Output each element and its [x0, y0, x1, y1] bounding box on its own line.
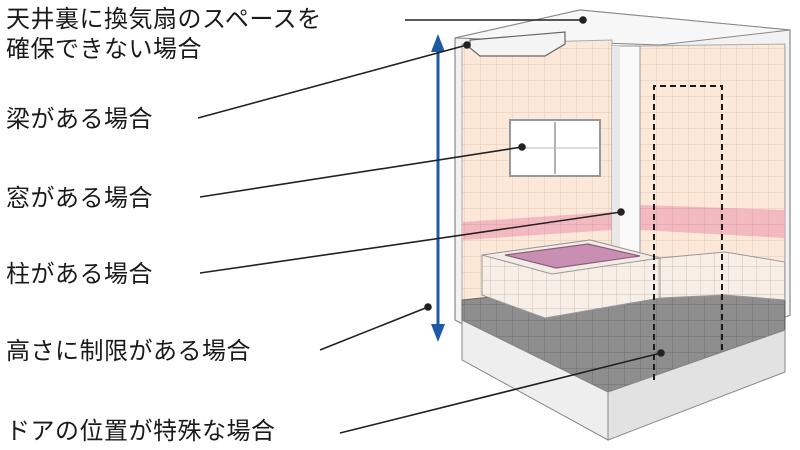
leader-height-dot	[424, 303, 432, 311]
leader-height	[319, 306, 429, 351]
right-wall	[639, 43, 786, 301]
label-ceiling: 天井裏に換気扇のスペースを 確保できない場合	[6, 5, 322, 63]
ventilation-fan	[469, 31, 566, 57]
leader-window	[199, 146, 523, 198]
floor-slab	[461, 319, 786, 441]
label-door: ドアの位置が特殊な場合	[6, 417, 276, 445]
leader-lines	[197, 16, 665, 434]
door-outline	[653, 85, 723, 380]
leader-door	[339, 352, 662, 434]
label-height: 高さに制限がある場合	[6, 337, 251, 365]
leader-pillar-dot	[617, 208, 625, 216]
leader-door-dot	[657, 349, 665, 357]
label-window: 窓がある場合	[6, 184, 153, 212]
height-arrow	[431, 34, 445, 342]
leader-window-dot	[518, 143, 526, 151]
leader-beam-dot	[463, 41, 471, 49]
leader-ceiling-dot	[579, 16, 587, 24]
leader-beam	[197, 44, 468, 119]
label-pillar: 柱がある場合	[6, 260, 153, 288]
leader-pillar	[199, 211, 622, 274]
label-beam: 梁がある場合	[6, 105, 153, 133]
